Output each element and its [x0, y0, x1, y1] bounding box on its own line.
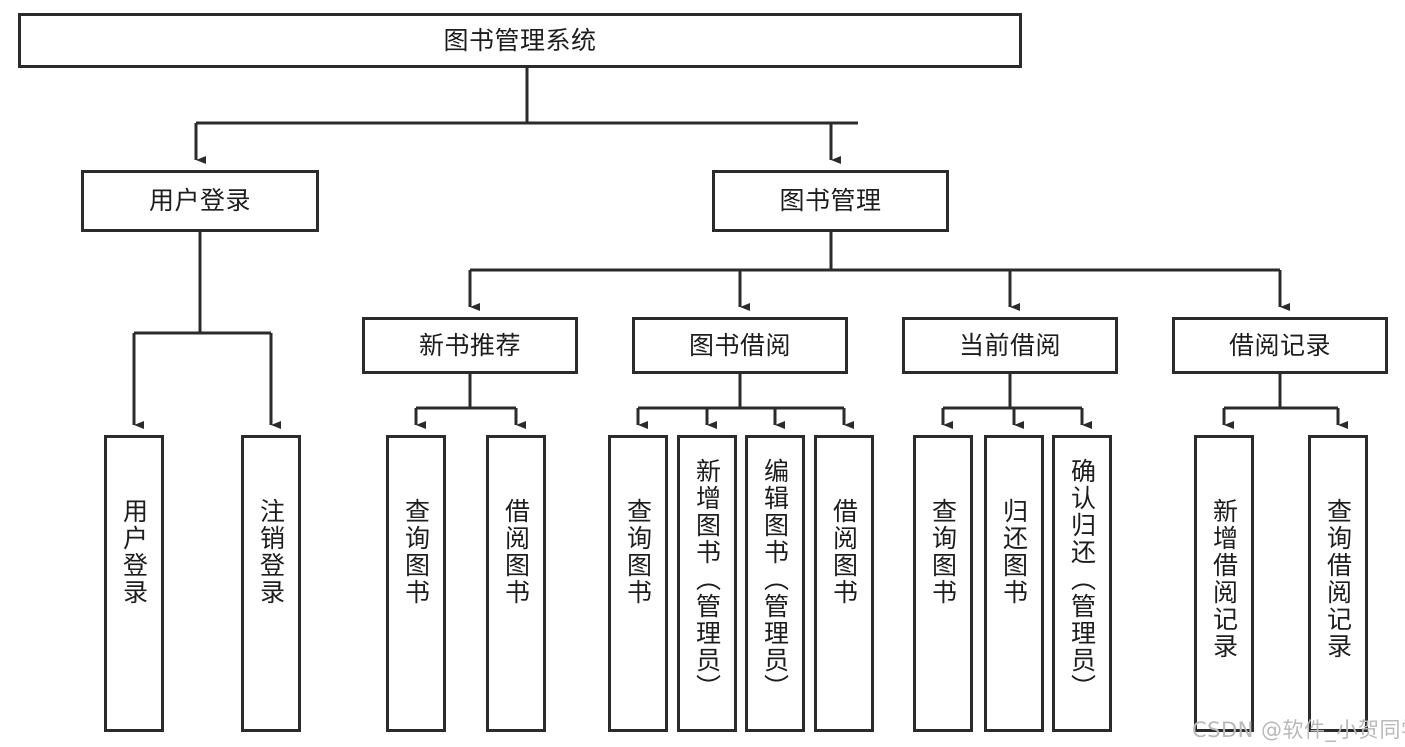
node-root-label: 图书管理系统: [443, 25, 597, 55]
leaf-add-book[interactable]: 新增图书（管理员）: [677, 435, 737, 732]
leaf-query-book-borrow[interactable]: 查询图书: [608, 435, 668, 732]
node-book-borrow[interactable]: 图书借阅: [632, 317, 848, 374]
leaf-confirm-return[interactable]: 确认归还（管理员）: [1052, 435, 1112, 732]
node-new-book-rec[interactable]: 新书推荐: [362, 317, 578, 374]
leaf-user-login[interactable]: 用户登录: [104, 435, 164, 732]
leaf-return-book[interactable]: 归还图书: [984, 435, 1044, 732]
node-user-login[interactable]: 用户登录: [81, 170, 319, 232]
leaf-add-record-label: 新增借阅记录: [1209, 498, 1239, 660]
node-book-borrow-label: 图书借阅: [688, 330, 791, 360]
leaf-user-logout[interactable]: 注销登录: [241, 435, 301, 732]
node-borrow-record-label: 借阅记录: [1228, 330, 1331, 360]
leaf-query-book-cur-label: 查询图书: [928, 498, 958, 606]
leaf-borrow-book-rec[interactable]: 借阅图书: [486, 435, 546, 732]
leaf-query-record-label: 查询借阅记录: [1323, 498, 1353, 660]
node-current-borrow-label: 当前借阅: [958, 330, 1061, 360]
leaf-query-book-rec[interactable]: 查询图书: [386, 435, 446, 732]
leaf-query-book-cur[interactable]: 查询图书: [913, 435, 973, 732]
node-user-login-label: 用户登录: [148, 186, 251, 216]
leaf-query-book-borrow-label: 查询图书: [623, 498, 653, 606]
leaf-return-book-label: 归还图书: [999, 498, 1029, 606]
leaf-user-login-label: 用户登录: [119, 498, 149, 606]
leaf-query-book-rec-label: 查询图书: [401, 498, 431, 606]
node-borrow-record[interactable]: 借阅记录: [1172, 317, 1388, 374]
node-new-book-rec-label: 新书推荐: [418, 330, 521, 360]
leaf-add-book-label: 新增图书（管理员）: [692, 458, 722, 701]
leaf-query-record[interactable]: 查询借阅记录: [1308, 435, 1368, 732]
leaf-confirm-return-label: 确认归还（管理员）: [1067, 458, 1097, 701]
leaf-edit-book-label: 编辑图书（管理员）: [760, 458, 790, 701]
node-current-borrow[interactable]: 当前借阅: [902, 317, 1118, 374]
node-root[interactable]: 图书管理系统: [18, 13, 1022, 68]
csdn-watermark: CSDN @软件_小贺同学: [1192, 718, 1405, 742]
leaf-edit-book[interactable]: 编辑图书（管理员）: [745, 435, 805, 732]
leaf-borrow-book-label: 借阅图书: [829, 498, 859, 606]
node-book-manage-label: 图书管理: [779, 186, 882, 216]
leaf-borrow-book[interactable]: 借阅图书: [814, 435, 874, 732]
leaf-add-record[interactable]: 新增借阅记录: [1194, 435, 1254, 732]
leaf-borrow-book-rec-label: 借阅图书: [501, 498, 531, 606]
leaf-user-logout-label: 注销登录: [256, 498, 286, 606]
node-book-manage[interactable]: 图书管理: [712, 170, 949, 232]
